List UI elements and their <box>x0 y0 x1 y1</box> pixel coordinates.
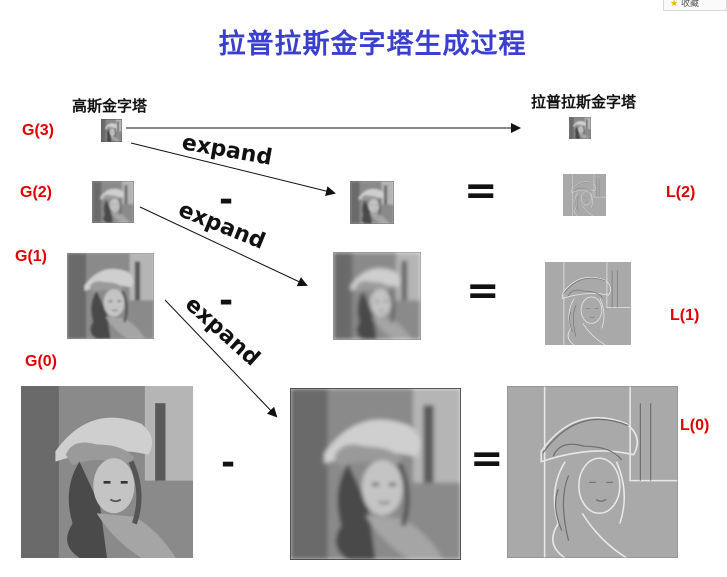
label-l0: L(0) <box>680 417 710 434</box>
image-l0 <box>507 386 678 558</box>
label-g0: G(0) <box>25 353 57 370</box>
star-icon: ★ <box>670 0 679 9</box>
image-expanded-g2 <box>333 252 421 340</box>
image-l3 <box>569 117 591 139</box>
label-l1: L(1) <box>670 307 700 324</box>
image-l2 <box>563 174 606 216</box>
image-g3 <box>101 119 122 142</box>
image-g2 <box>92 181 134 223</box>
image-g0 <box>21 386 193 558</box>
image-expanded-g3 <box>350 181 394 224</box>
equals-sign-level-2: = <box>464 168 498 214</box>
expand-label-g3: expand <box>180 130 274 170</box>
label-g3: G(3) <box>22 122 54 139</box>
label-g1: G(1) <box>15 248 47 265</box>
equals-sign-level-1: = <box>466 268 500 314</box>
equals-sign-level-0: = <box>470 436 504 482</box>
image-expanded-g1 <box>290 388 461 560</box>
minus-sign-level-1: - <box>219 281 234 321</box>
image-l1 <box>545 262 631 345</box>
image-g1 <box>67 253 154 339</box>
favorite-badge-label: 收藏 <box>680 0 699 9</box>
page-title: 拉普拉斯金字塔生成过程 <box>218 29 527 60</box>
minus-sign-level-2: - <box>219 180 234 220</box>
label-g2: G(2) <box>20 184 52 201</box>
minus-sign-level-0: - <box>221 443 236 483</box>
favorite-badge[interactable]: ★ 收藏 <box>663 0 727 11</box>
laplacian-pyramid-heading: 拉普拉斯金字塔 <box>531 93 637 111</box>
gaussian-pyramid-heading: 高斯金字塔 <box>72 97 148 115</box>
label-l2: L(2) <box>666 184 696 201</box>
